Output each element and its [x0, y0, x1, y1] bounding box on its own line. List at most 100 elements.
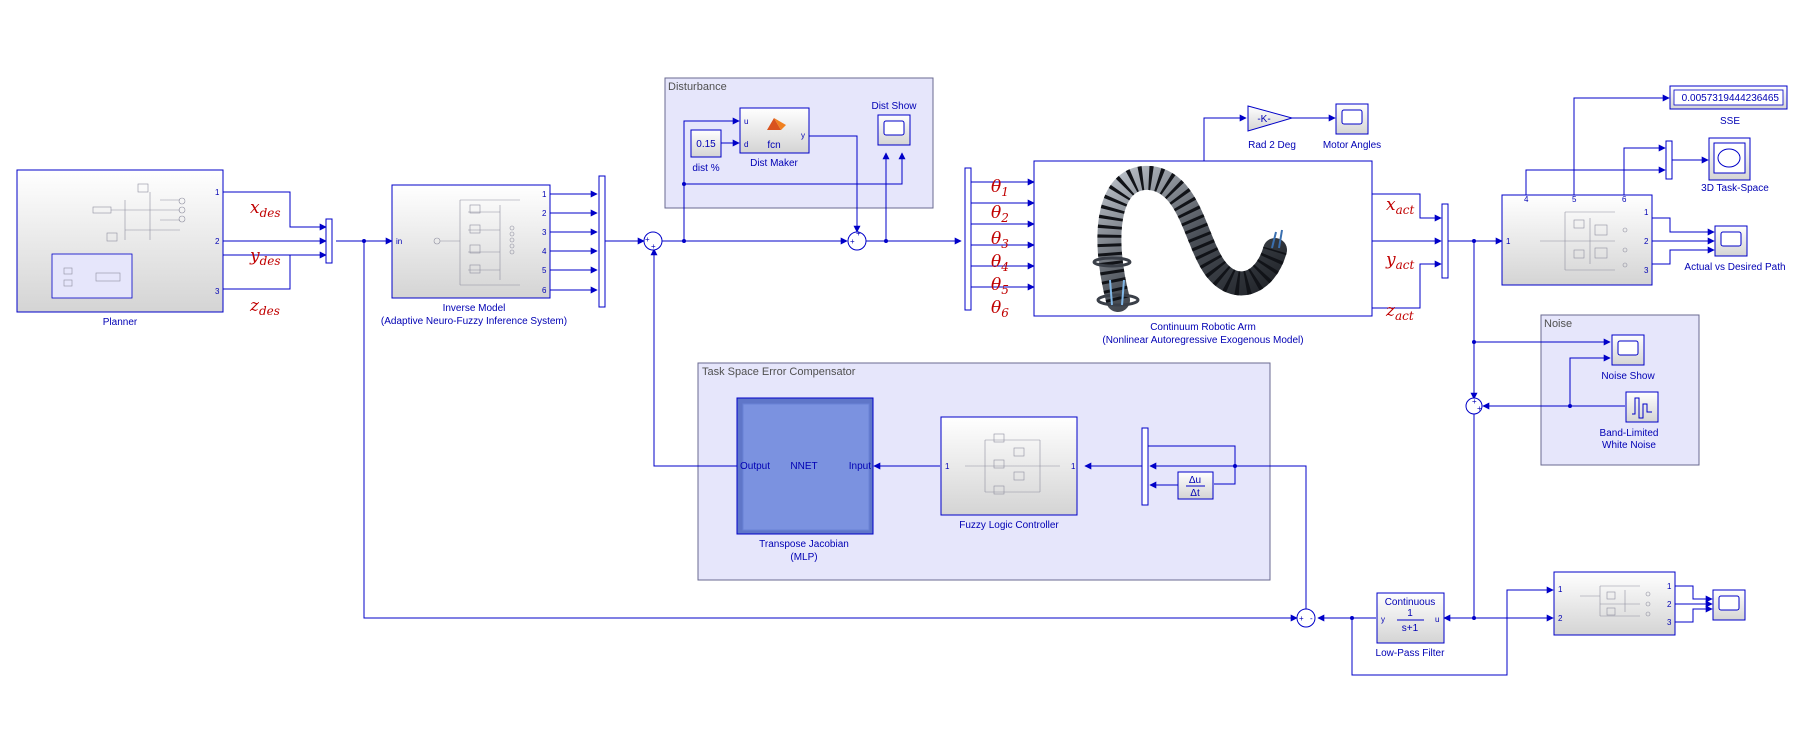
svg-text:1: 1	[1644, 208, 1649, 217]
task-space-3d-scope[interactable]: 3D Task-Space	[1701, 137, 1769, 194]
dist-maker-block[interactable]: u d y fcn Dist Maker	[739, 107, 810, 169]
scope-icon	[1341, 109, 1363, 125]
rad-2-deg-label: Rad 2 Deg	[1248, 140, 1296, 151]
display-icon	[1673, 89, 1784, 106]
svg-text:3: 3	[1667, 618, 1672, 627]
nnet-mask-icon	[742, 403, 870, 531]
task-space-3d-label: 3D Task-Space	[1701, 183, 1769, 194]
mux-bar-icon[interactable]	[325, 218, 333, 264]
mux-bar-icon[interactable]	[1665, 140, 1673, 180]
actual-vs-desired-label: Actual vs Desired Path	[1684, 262, 1785, 273]
svg-text:d: d	[744, 140, 748, 149]
signal-theta-5: θ5	[991, 275, 1009, 297]
signal-theta-2: θ2	[991, 203, 1009, 225]
dist-maker-label: Dist Maker	[750, 158, 798, 169]
sum-icon[interactable]: + +	[847, 229, 867, 251]
mux-bar-icon[interactable]	[598, 175, 606, 308]
inverse-port-6: 6	[542, 286, 547, 295]
svg-text:y: y	[801, 131, 805, 140]
signal-theta-4: θ4	[991, 252, 1009, 274]
sum-icon[interactable]: + -	[1296, 608, 1316, 628]
lower-scope[interactable]	[1712, 589, 1746, 621]
dist-percent-block[interactable]: 0.15 dist %	[690, 129, 722, 174]
inverse-model-title: Inverse Model	[443, 303, 506, 314]
sum-icon[interactable]: + +	[1465, 397, 1483, 415]
fuzzy-logic-controller-label: Fuzzy Logic Controller	[959, 520, 1059, 531]
lpf-continuous: Continuous	[1385, 597, 1436, 608]
svg-text:-: -	[1310, 614, 1313, 623]
svg-text:4: 4	[1524, 195, 1529, 204]
svg-text:+: +	[850, 237, 855, 246]
dist-show-label: Dist Show	[871, 101, 917, 112]
svg-text:1: 1	[1071, 462, 1076, 471]
derivative-den: Δt	[1190, 488, 1200, 499]
mux-bar-icon[interactable]	[1441, 203, 1449, 279]
signal-z-act: zact	[1385, 301, 1414, 323]
rad-2-deg-gain[interactable]: -K- Rad 2 Deg	[1247, 105, 1296, 151]
signal-wires	[223, 94, 1715, 676]
inverse-port-5: 5	[542, 266, 547, 275]
wire-junctions	[362, 182, 1572, 620]
theta-labels: θ1 θ2 θ3 θ4 θ5 θ6	[991, 177, 1009, 320]
mux-bar-icon[interactable]	[1141, 427, 1149, 506]
inverse-port-2: 2	[542, 209, 547, 218]
task-space-error-compensator-title: Task Space Error Compensator	[702, 366, 856, 378]
matlab-fcn-icon	[767, 118, 781, 130]
band-limited-label-1: Band-Limited	[1600, 428, 1659, 439]
svg-text:1: 1	[1506, 237, 1511, 246]
low-pass-filter-label: Low-Pass Filter	[1376, 648, 1446, 659]
inverse-model-subtitle: (Adaptive Neuro-Fuzzy Inference System)	[381, 316, 567, 327]
scope-icon	[1720, 231, 1742, 247]
gain-k: -K-	[1257, 114, 1270, 125]
transpose-jacobian-nnet-block[interactable]: NNET Output Input Transpose Jacobian (ML…	[736, 397, 874, 563]
signal-theta-6: θ6	[991, 298, 1009, 320]
motor-angles-label: Motor Angles	[1323, 140, 1381, 151]
derivative-block[interactable]: Δu Δt	[1177, 471, 1214, 500]
scope-icon	[1718, 595, 1740, 611]
nnet-label: NNET	[790, 461, 817, 472]
inverse-model-block[interactable]: in 1 2 3 4 5 6 Inverse Model (Adaptive N…	[381, 184, 567, 327]
inverse-model-in-port: in	[396, 237, 402, 246]
signal-y-des: ydes	[249, 246, 281, 268]
svg-text:+: +	[856, 229, 861, 238]
continuum-robotic-arm-block[interactable]: Continuum Robotic Arm (Nonlinear Autoreg…	[1033, 160, 1373, 346]
noise-show-scope[interactable]: Noise Show	[1601, 334, 1655, 382]
svg-text:2: 2	[1558, 614, 1563, 623]
derivative-num: Δu	[1189, 475, 1201, 486]
svg-text:+: +	[651, 242, 656, 251]
signal-z-des: zdes	[249, 296, 280, 318]
signal-y-act: yact	[1385, 250, 1414, 272]
svg-text:1: 1	[945, 462, 950, 471]
band-limited-white-noise-block[interactable]: Band-Limited White Noise	[1600, 391, 1659, 451]
gain-triangle-icon	[1247, 105, 1294, 132]
sse-display[interactable]: 0.0057319444236465 SSE	[1669, 85, 1788, 127]
svg-text:+: +	[645, 235, 650, 244]
noise-show-label: Noise Show	[1601, 371, 1655, 382]
sse-label: SSE	[1720, 116, 1740, 127]
fuzzy-logic-controller-block[interactable]: 1 1 Fuzzy Logic Controller	[940, 416, 1078, 531]
dist-percent-label: dist %	[692, 163, 719, 174]
motor-angles-scope[interactable]: Motor Angles	[1323, 103, 1381, 151]
dist-show-scope[interactable]: Dist Show	[871, 101, 917, 146]
svg-text:3: 3	[1644, 266, 1649, 275]
demux-bar-icon[interactable]	[964, 167, 972, 311]
actual-vs-desired-scope[interactable]: Actual vs Desired Path	[1684, 225, 1786, 273]
signal-x-des: xdes	[250, 198, 281, 220]
svg-text:+: +	[1472, 397, 1477, 406]
lower-analysis-subsystem-block[interactable]: 1 2 1 2 3	[1553, 571, 1676, 636]
lpf-den: s+1	[1402, 623, 1419, 634]
analysis-subsystem-block[interactable]: 1 4 5 6 1 2 3	[1501, 194, 1653, 286]
band-limited-noise-icon	[1632, 397, 1652, 419]
svg-text:6: 6	[1622, 195, 1627, 204]
scope-icon	[883, 120, 905, 136]
sum-icon[interactable]: + +	[643, 231, 663, 251]
dist-value: 0.15	[696, 139, 716, 150]
planner-block[interactable]: 1 2 3 Planner	[16, 169, 224, 328]
planner-port-2: 2	[215, 237, 220, 246]
inverse-port-3: 3	[542, 228, 547, 237]
signal-theta-1: θ1	[991, 177, 1009, 199]
robot-arm-image	[1092, 165, 1287, 312]
low-pass-filter-block[interactable]: Continuous 1 s+1 y u Low-Pass Filter	[1376, 592, 1446, 659]
svg-text:2: 2	[1644, 237, 1649, 246]
nnet-input-port: Input	[849, 461, 871, 472]
